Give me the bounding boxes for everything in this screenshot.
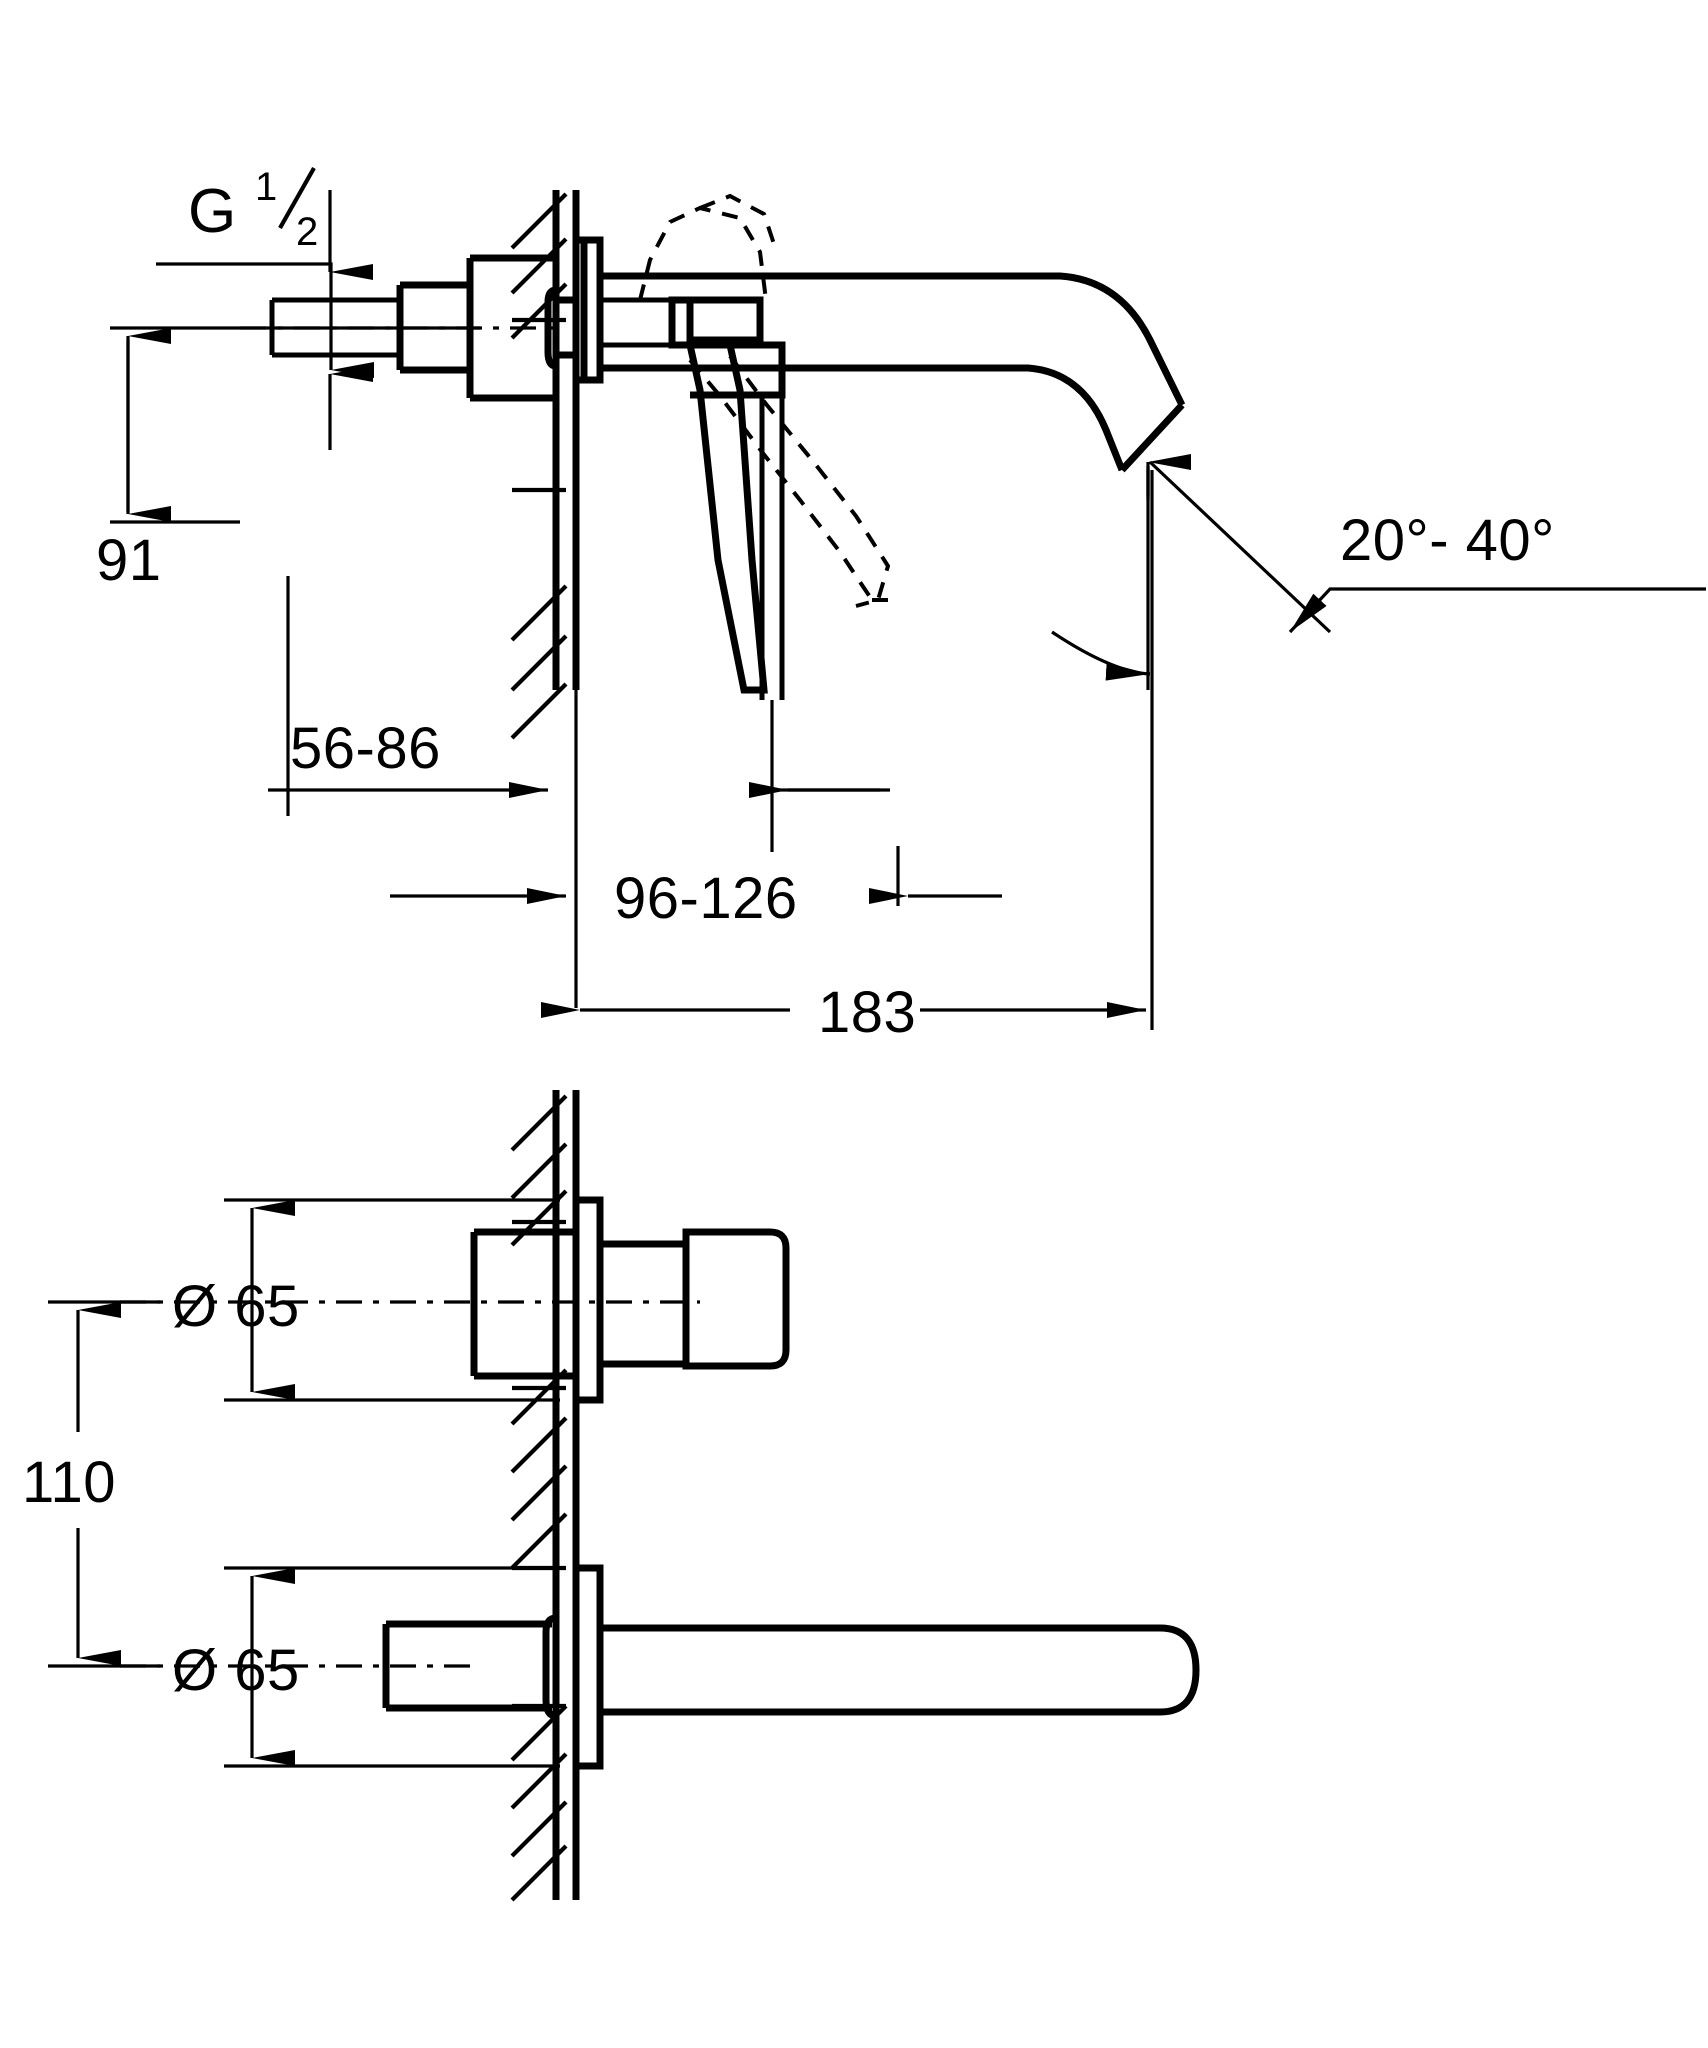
wall-hatch: [510, 237, 568, 295]
angle-leader-line: [1288, 587, 1706, 634]
wall-hatch: [510, 1416, 568, 1474]
dim-110-label: 110: [22, 1450, 116, 1515]
spout-bottom-outline: [600, 364, 1126, 472]
escutcheon-collar: [544, 286, 557, 370]
lever-cartridge-bottom: [690, 341, 786, 399]
dimension-diameter-65-upper: Ø 65: [172, 1198, 560, 1402]
angle-callout-20-40: 20°- 40°: [1051, 454, 1706, 690]
dimension-183: 183: [541, 470, 1154, 1045]
wall-hatch: [510, 1142, 568, 1200]
dimension-56-86: 56-86: [268, 576, 548, 816]
dia65-upper-label: Ø 65: [172, 1274, 300, 1339]
wall-hatch: [510, 1752, 568, 1810]
handle-end-cap: [682, 1228, 790, 1370]
spout-tube-end-cap: [1159, 1624, 1200, 1716]
dimension-110: 110: [22, 1300, 160, 1668]
dim-56-86-label: 56-86: [290, 716, 441, 781]
lever-arm-edge: [715, 559, 747, 691]
dim-91-label: 91: [96, 528, 162, 593]
spout-escutcheon-plate: [576, 1564, 604, 1770]
thread-label-numerator: 1: [255, 165, 277, 209]
handle-escutcheon-plate: [576, 1196, 604, 1404]
wall-hatch: [510, 1844, 568, 1902]
dia65-lower-label: Ø 65: [172, 1638, 300, 1703]
wall-hatch: [510, 192, 568, 250]
thread-callout-g-half: G 1 2: [156, 165, 374, 378]
lever-phantom-down-outline: [728, 354, 891, 608]
spout-escutcheon-assembly: [120, 1564, 1200, 1770]
spout-escutcheon-collar: [542, 1614, 557, 1720]
lever-phantom-up-top: [699, 193, 778, 251]
dim-183-label: 183: [818, 980, 916, 1045]
spout-body: [597, 272, 1186, 473]
dimension-diameter-65-lower: Ø 65: [172, 1566, 560, 1768]
wall-hatch: [510, 1464, 568, 1522]
wall-hatch: [510, 682, 568, 740]
wall-hatch: [510, 634, 568, 692]
spout-inner-step-bottom: [597, 342, 672, 368]
thread-fraction-slash: [278, 166, 316, 230]
spout-outlet-face: [1119, 402, 1185, 473]
lever-phantom-down: [688, 358, 874, 602]
wall-hatch: [510, 1512, 568, 1570]
angle-arc-arrow: [1051, 630, 1151, 681]
dimension-96-126: 96-126: [390, 690, 1002, 1008]
angle-label: 20°- 40°: [1340, 508, 1555, 573]
wall-hatch: [510, 1800, 568, 1858]
dim-96-126-label: 96-126: [614, 866, 798, 931]
lever-handle-phantom: [638, 193, 891, 608]
thread-label-g: G: [188, 177, 236, 246]
wall-hatch: [510, 1094, 568, 1152]
handle-escutcheon-assembly: [120, 1196, 790, 1404]
wall-hatch: [510, 1704, 568, 1762]
lever-handle-solid: [668, 296, 786, 700]
escutcheon-plate-top: [544, 236, 604, 384]
dimension-91: 91: [96, 190, 480, 593]
thread-label-denominator: 2: [296, 210, 318, 254]
spout-top-outline: [600, 272, 1186, 407]
lever-cartridge-top: [690, 296, 764, 344]
escutcheon-profile: [556, 236, 604, 384]
side-elevation-view: [240, 190, 1186, 740]
wall-hatch: [510, 584, 568, 642]
front-elevation-view: [120, 1090, 1200, 1902]
spout-inner-step-top: [597, 276, 672, 303]
